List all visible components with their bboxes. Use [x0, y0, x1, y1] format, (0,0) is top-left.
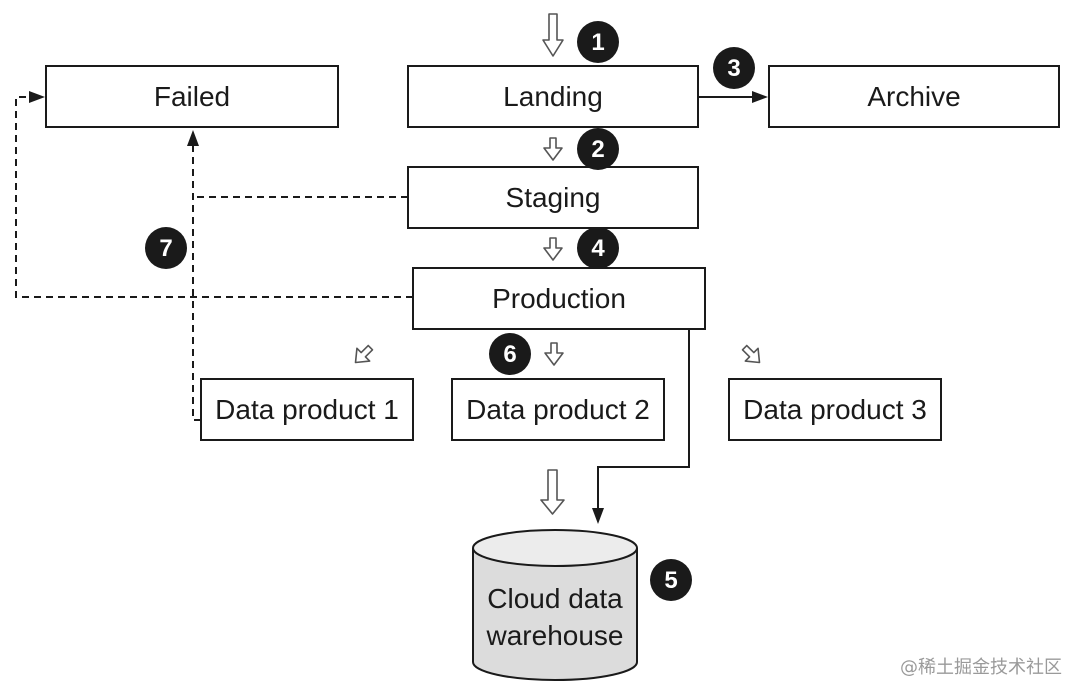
- warehouse-label-line2: warehouse: [486, 620, 624, 651]
- data-product-1-box: [200, 378, 414, 441]
- production-box: [412, 267, 706, 330]
- step-number-7: 7: [159, 235, 172, 262]
- data-product-2-box: [451, 378, 665, 441]
- production-to-failed-dashed-line: [15, 96, 413, 298]
- down-arrow-landing-to-staging: [543, 137, 563, 161]
- staging-box: [407, 166, 699, 229]
- step-number-4: 4: [591, 235, 605, 262]
- down-arrow-into-warehouse: [540, 469, 565, 515]
- diagonal-arrow-to-data-product-1: [354, 344, 374, 364]
- data-product-1-label: Data product 1: [215, 394, 399, 425]
- data-product-1-to-failed-dashed-line: [192, 146, 201, 421]
- data-product-3-box: [728, 378, 942, 441]
- step-badge-6: 6: [489, 333, 531, 375]
- step-number-6: 6: [503, 341, 516, 368]
- step-number-5: 5: [664, 567, 677, 594]
- into-failed-left-arrowhead: [29, 91, 45, 103]
- warehouse-label-line1: Cloud data: [487, 583, 623, 614]
- landing-box: [407, 65, 699, 128]
- step-badge-2: 2: [577, 128, 619, 170]
- step-badge-4: 4: [577, 227, 619, 269]
- step-number-2: 2: [591, 136, 604, 163]
- watermark-text: @稀土掘金技术社区: [900, 657, 1062, 678]
- diagonal-arrow-to-data-product-3: [741, 344, 761, 364]
- archive-label: Archive: [867, 81, 960, 112]
- step-badge-7: 7: [145, 227, 187, 269]
- landing-to-archive-arrowhead: [752, 91, 768, 103]
- warehouse-cylinder: [472, 529, 638, 681]
- data-product-2-label: Data product 2: [466, 394, 650, 425]
- step-badge-1: 1: [577, 21, 619, 63]
- archive-box: [768, 65, 1060, 128]
- down-arrow-staging-to-production: [543, 237, 563, 261]
- production-to-warehouse-line: [597, 329, 690, 508]
- failed-label: Failed: [154, 81, 230, 112]
- production-to-warehouse-arrowhead: [592, 508, 604, 524]
- step-number-3: 3: [727, 55, 740, 82]
- down-arrow-production-to-data-product-2: [544, 342, 564, 366]
- into-failed-bottom-arrowhead: [187, 130, 199, 146]
- production-label: Production: [492, 283, 626, 314]
- failed-box: [45, 65, 339, 128]
- step-badge-3: 3: [713, 47, 755, 89]
- staging-label: Staging: [506, 182, 601, 213]
- step-badge-5: 5: [650, 559, 692, 601]
- data-product-3-label: Data product 3: [743, 394, 927, 425]
- landing-label: Landing: [503, 81, 603, 112]
- step-number-1: 1: [591, 29, 604, 56]
- down-arrow-into-landing: [542, 13, 564, 57]
